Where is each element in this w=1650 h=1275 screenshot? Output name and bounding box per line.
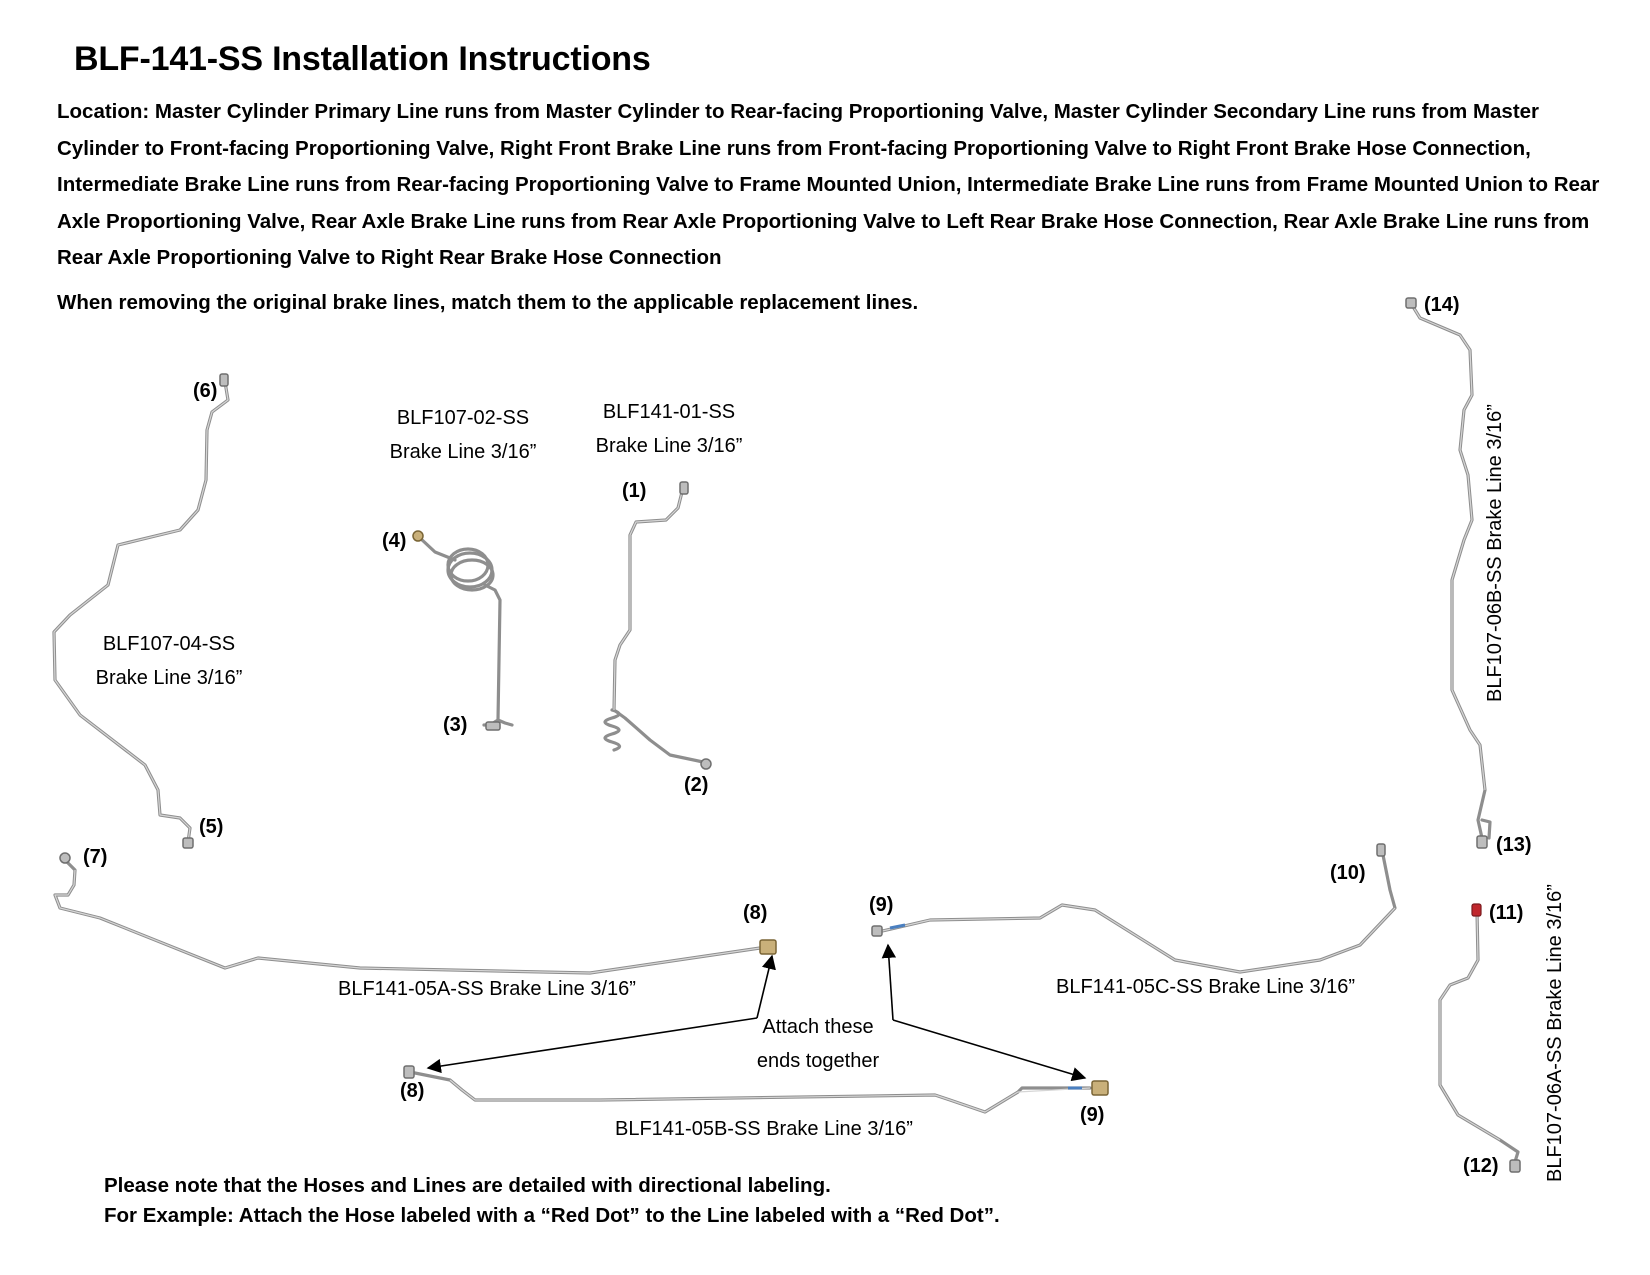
brake-line-blf141-05c: [871, 843, 1397, 974]
label-blf107-02: BLF107-02-SS Brake Line 3/16”: [389, 407, 537, 463]
endpoint-8-top: (8): [743, 902, 768, 924]
endpoint-8-bottom: (8): [400, 1080, 425, 1102]
page-title: BLF-141-SS Installation Instructions: [74, 40, 651, 78]
brake-line-blf107-04: [52, 373, 230, 849]
brake-line-blf107-06a: [1438, 903, 1521, 1173]
endpoint-2: (2): [684, 774, 709, 796]
label-blf141-05b: BLF141-05B-SS Brake Line 3/16”: [615, 1118, 913, 1140]
directional-note: Please note that the Hoses and Lines are…: [104, 1174, 1000, 1227]
attach-note: Attach these ends together: [756, 1016, 880, 1072]
brake-line-blf141-05a: [53, 852, 777, 975]
endpoint-6: (6): [193, 380, 218, 402]
endpoint-12: (12): [1463, 1155, 1499, 1177]
location-text: Location: Master Cylinder Primary Line r…: [57, 100, 1600, 270]
endpoint-4: (4): [382, 530, 407, 552]
brake-line-blf141-01: [603, 481, 712, 770]
instruction-text: When removing the original brake lines, …: [57, 291, 919, 314]
red-dot-fitting-icon: [1471, 903, 1482, 917]
endpoint-10: (10): [1330, 862, 1366, 884]
endpoint-7: (7): [83, 846, 108, 868]
brake-line-blf141-05b: [403, 1065, 1109, 1114]
endpoint-9-top: (9): [869, 894, 894, 916]
endpoint-1: (1): [622, 480, 647, 502]
brake-line-blf107-06b: [1405, 297, 1492, 849]
label-blf107-06b: BLF107-06B-SS Brake Line 3/16”: [1484, 404, 1506, 702]
label-blf107-04: BLF107-04-SS Brake Line 3/16”: [95, 633, 243, 689]
endpoint-9-bottom: (9): [1080, 1104, 1105, 1126]
endpoint-14: (14): [1424, 294, 1460, 316]
endpoint-3: (3): [443, 714, 468, 736]
endpoint-11: (11): [1489, 902, 1524, 924]
endpoint-13: (13): [1496, 834, 1532, 856]
brake-line-blf107-02: [412, 530, 514, 731]
label-blf141-05c: BLF141-05C-SS Brake Line 3/16”: [1056, 976, 1356, 998]
endpoint-5: (5): [199, 816, 224, 838]
label-blf141-01: BLF141-01-SS Brake Line 3/16”: [595, 401, 743, 457]
label-blf141-05a: BLF141-05A-SS Brake Line 3/16”: [338, 978, 636, 1000]
attach-arrows: [426, 943, 1087, 1082]
label-blf107-06a: BLF107-06A-SS Brake Line 3/16”: [1544, 884, 1566, 1182]
